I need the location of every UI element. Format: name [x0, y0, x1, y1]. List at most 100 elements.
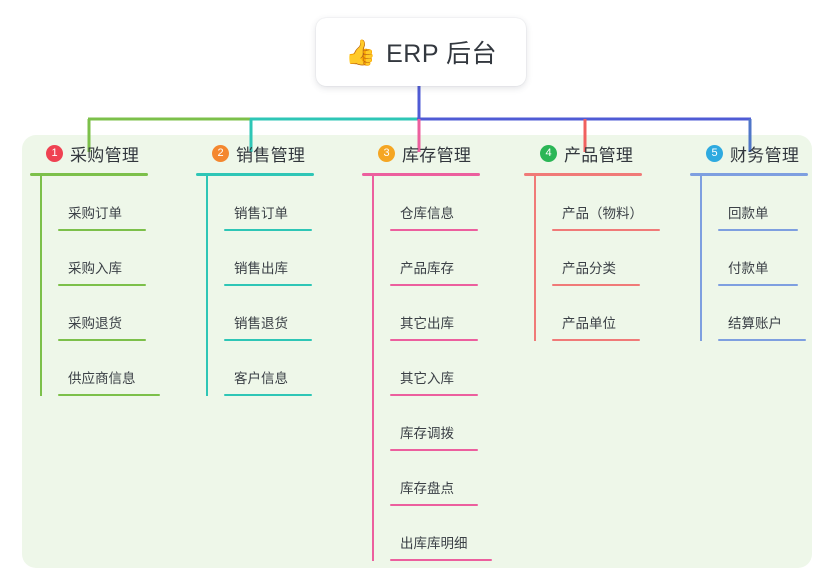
- branch-item-rule: [390, 229, 478, 231]
- branch-column-5: 5 财务管理回款单付款单结算账户: [690, 140, 808, 341]
- branch-item-rule: [390, 394, 478, 396]
- branch-item[interactable]: 仓库信息: [380, 176, 480, 231]
- branch-item-rule: [390, 559, 492, 561]
- branch-title-4: 产品管理: [564, 145, 634, 165]
- branch-item-rule: [58, 339, 146, 341]
- branch-item[interactable]: 其它出库: [380, 286, 480, 341]
- branch-items-5: 回款单付款单结算账户: [690, 176, 808, 341]
- branch-spine-1: [40, 176, 42, 396]
- branch-items-1: 采购订单采购入库采购退货供应商信息: [30, 176, 160, 396]
- branch-spine-4: [534, 176, 536, 341]
- branch-header-1[interactable]: 1 采购管理: [30, 140, 148, 166]
- branch-items-3: 仓库信息产品库存其它出库其它入库库存调拨库存盘点出库库明细: [362, 176, 492, 561]
- branch-item[interactable]: 结算账户: [708, 286, 808, 341]
- root-node-title: ERP 后台: [386, 40, 498, 68]
- branch-item[interactable]: 客户信息: [214, 341, 314, 396]
- branch-item[interactable]: 库存盘点: [380, 451, 480, 506]
- branch-item-label: 销售出库: [234, 261, 288, 276]
- branch-header-rule-1: [30, 173, 148, 176]
- branch-item[interactable]: 回款单: [708, 176, 808, 231]
- branch-item-label: 库存调拨: [400, 426, 454, 441]
- branches-background-panel: [22, 135, 812, 568]
- branch-item-rule: [224, 229, 312, 231]
- branch-item-label: 仓库信息: [400, 206, 454, 221]
- branch-item-rule: [718, 284, 798, 286]
- branch-header-4[interactable]: 4 产品管理: [524, 140, 642, 166]
- branch-item-rule: [552, 284, 640, 286]
- branch-item-label: 库存盘点: [400, 481, 454, 496]
- branch-item-rule: [390, 339, 478, 341]
- branch-header-rule-5: [690, 173, 808, 176]
- branch-item-rule: [552, 339, 640, 341]
- branch-item-rule: [58, 394, 160, 396]
- root-node-erp-backend[interactable]: 👍 ERP 后台: [316, 18, 526, 86]
- branch-header-rule-3: [362, 173, 480, 176]
- branch-item-label: 结算账户: [728, 316, 782, 331]
- branch-item-label: 出库库明细: [400, 536, 468, 551]
- branch-badge-1: 1: [46, 144, 63, 162]
- branch-item[interactable]: 库存调拨: [380, 396, 480, 451]
- branch-items-2: 销售订单销售出库销售退货客户信息: [196, 176, 314, 396]
- branch-item[interactable]: 其它入库: [380, 341, 480, 396]
- branch-item-rule: [58, 284, 146, 286]
- branch-badge-3: 3: [378, 144, 395, 162]
- branch-item-label: 供应商信息: [68, 371, 136, 386]
- branch-item[interactable]: 供应商信息: [48, 341, 160, 396]
- branch-item-rule: [390, 449, 478, 451]
- branch-spine-3: [372, 176, 374, 561]
- branch-item-label: 付款单: [728, 261, 769, 276]
- branch-item[interactable]: 采购退货: [48, 286, 148, 341]
- branch-item-label: 采购退货: [68, 316, 122, 331]
- branch-item-label: 产品库存: [400, 261, 454, 276]
- branch-item-rule: [58, 229, 146, 231]
- branch-items-4: 产品（物料） 产品分类产品单位: [524, 176, 660, 341]
- branch-item[interactable]: 产品（物料）: [542, 176, 660, 231]
- branch-item[interactable]: 出库库明细: [380, 506, 492, 561]
- branch-item-rule: [224, 284, 312, 286]
- thumbs-up-icon: 👍: [344, 37, 377, 67]
- branch-item-rule: [224, 339, 312, 341]
- branch-item-rule: [718, 229, 798, 231]
- branch-item-label: 其它出库: [400, 316, 454, 331]
- branch-header-2[interactable]: 2 销售管理: [196, 140, 314, 166]
- branch-item[interactable]: 销售订单: [214, 176, 314, 231]
- branch-header-rule-4: [524, 173, 642, 176]
- branch-column-3: 3 库存管理仓库信息产品库存其它出库其它入库库存调拨库存盘点出库库明细: [362, 140, 492, 561]
- branch-item[interactable]: 产品库存: [380, 231, 480, 286]
- branch-item[interactable]: 销售出库: [214, 231, 314, 286]
- branch-header-rule-2: [196, 173, 314, 176]
- branch-item-label: 产品（物料）: [562, 206, 643, 221]
- branch-item-label: 采购入库: [68, 261, 122, 276]
- branch-item[interactable]: 产品单位: [542, 286, 642, 341]
- branch-item-label: 产品分类: [562, 261, 616, 276]
- branch-item[interactable]: 采购入库: [48, 231, 148, 286]
- branch-header-3[interactable]: 3 库存管理: [362, 140, 480, 166]
- branch-item-label: 采购订单: [68, 206, 122, 221]
- branch-spine-2: [206, 176, 208, 396]
- branch-header-5[interactable]: 5 财务管理: [690, 140, 808, 166]
- branch-spine-5: [700, 176, 702, 341]
- branch-title-5: 财务管理: [730, 145, 800, 165]
- branch-column-1: 1 采购管理采购订单采购入库采购退货供应商信息: [30, 140, 160, 396]
- branch-item[interactable]: 付款单: [708, 231, 808, 286]
- branch-item-label: 其它入库: [400, 371, 454, 386]
- branch-badge-5: 5: [706, 144, 723, 162]
- branch-item[interactable]: 销售退货: [214, 286, 314, 341]
- branch-column-2: 2 销售管理销售订单销售出库销售退货客户信息: [196, 140, 314, 396]
- branch-badge-2: 2: [212, 144, 229, 162]
- branch-item-label: 销售退货: [234, 316, 288, 331]
- branch-title-3: 库存管理: [402, 145, 472, 165]
- branch-item[interactable]: 产品分类: [542, 231, 642, 286]
- branch-item-rule: [390, 504, 478, 506]
- branch-item[interactable]: 采购订单: [48, 176, 148, 231]
- branch-title-1: 采购管理: [70, 145, 140, 165]
- branch-column-4: 4 产品管理产品（物料） 产品分类产品单位: [524, 140, 660, 341]
- branch-item-label: 客户信息: [234, 371, 288, 386]
- branch-item-rule: [390, 284, 478, 286]
- branch-title-2: 销售管理: [236, 145, 306, 165]
- branch-item-rule: [552, 229, 660, 231]
- branch-badge-4: 4: [540, 144, 557, 162]
- branch-item-rule: [224, 394, 312, 396]
- branch-item-rule: [718, 339, 806, 341]
